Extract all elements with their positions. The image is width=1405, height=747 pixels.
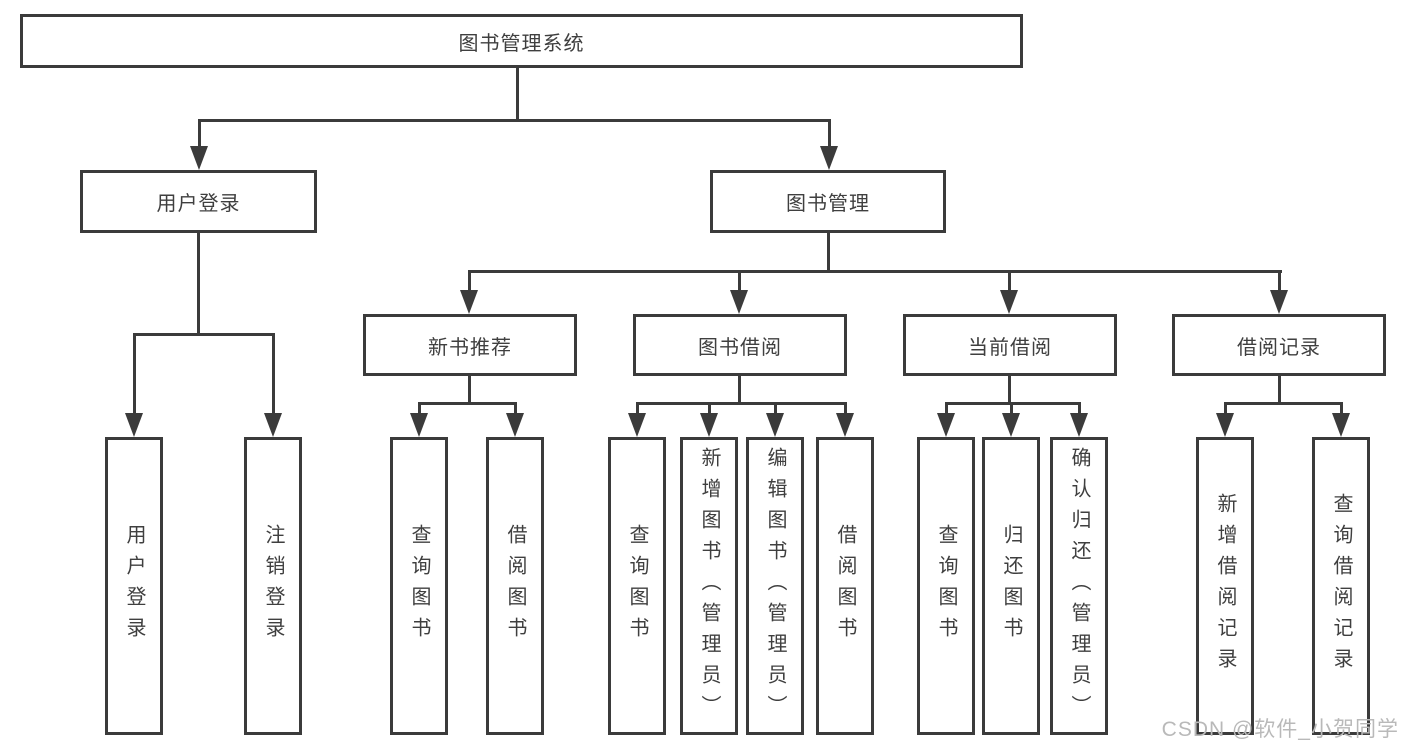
connector-line: [468, 376, 471, 404]
node-label: 用户登录: [123, 524, 145, 648]
connector-line: [636, 402, 639, 415]
node-label: 当前借阅: [968, 336, 1052, 359]
arrowhead-down-icon: [730, 290, 748, 314]
node-leaf-query-books-2: 查询图书: [608, 437, 666, 735]
connector-line: [418, 402, 517, 405]
connector-line: [418, 402, 421, 415]
arrowhead-down-icon: [410, 413, 428, 437]
arrowhead-down-icon: [1000, 290, 1018, 314]
arrowhead-down-icon: [1070, 413, 1088, 437]
node-label: 借阅记录: [1237, 336, 1321, 359]
arrowhead-down-icon: [1332, 413, 1350, 437]
node-label: 注销登录: [262, 524, 284, 648]
node-leaf-borrow-books-1: 借阅图书: [486, 437, 544, 735]
node-label: 新书推荐: [428, 336, 512, 359]
node-leaf-edit-book-admin: 编辑图书（管理员）: [746, 437, 804, 735]
node-leaf-logout: 注销登录: [244, 437, 302, 735]
node-leaf-confirm-return-admin: 确认归还（管理员）: [1050, 437, 1108, 735]
connector-line: [1078, 402, 1081, 415]
node-leaf-borrow-books-2: 借阅图书: [816, 437, 874, 735]
connector-line: [133, 333, 275, 336]
node-leaf-return-books: 归还图书: [982, 437, 1040, 735]
arrowhead-down-icon: [628, 413, 646, 437]
connector-line: [828, 119, 831, 148]
node-label: 图书管理: [786, 193, 870, 215]
arrowhead-down-icon: [125, 413, 143, 437]
node-new-book-recommend: 新书推荐: [363, 314, 577, 376]
connector-line: [133, 333, 136, 415]
connector-line: [1010, 402, 1013, 415]
connector-line: [708, 402, 711, 415]
node-label: 新增借阅记录: [1214, 493, 1236, 679]
connector-line: [738, 376, 741, 404]
node-borrow-records: 借阅记录: [1172, 314, 1386, 376]
node-label: 查询图书: [626, 524, 648, 648]
node-label: 借阅图书: [504, 524, 526, 648]
node-label: 查询图书: [408, 524, 430, 648]
arrowhead-down-icon: [460, 290, 478, 314]
node-root-library-system: 图书管理系统: [20, 14, 1023, 68]
node-label: 用户登录: [156, 193, 241, 215]
csdn-watermark: CSDN @软件_小贺同学: [1161, 718, 1399, 741]
connector-line: [1224, 402, 1343, 405]
node-leaf-query-borrow-record: 查询借阅记录: [1312, 437, 1370, 735]
connector-line: [272, 333, 275, 415]
connector-line: [1340, 402, 1343, 415]
connector-line: [945, 402, 1081, 405]
connector-line: [198, 119, 201, 148]
node-leaf-add-book-admin: 新增图书（管理员）: [680, 437, 738, 735]
arrowhead-down-icon: [937, 413, 955, 437]
connector-line: [827, 233, 830, 273]
arrowhead-down-icon: [264, 413, 282, 437]
connector-line: [636, 402, 847, 405]
node-label: 图书管理系统: [458, 32, 585, 55]
connector-line: [1278, 270, 1281, 292]
node-label: 查询借阅记录: [1330, 493, 1352, 679]
arrowhead-down-icon: [1270, 290, 1288, 314]
node-label: 新增图书（管理员）: [698, 446, 720, 726]
node-label: 图书借阅: [698, 336, 782, 359]
connector-line: [738, 270, 741, 292]
connector-line: [1278, 376, 1281, 404]
arrowhead-down-icon: [190, 146, 208, 170]
connector-line: [945, 402, 948, 415]
node-leaf-query-books-3: 查询图书: [917, 437, 975, 735]
node-current-borrow: 当前借阅: [903, 314, 1117, 376]
connector-line: [468, 270, 471, 292]
node-book-borrow: 图书借阅: [633, 314, 847, 376]
connector-line: [1008, 376, 1011, 404]
arrowhead-down-icon: [766, 413, 784, 437]
node-book-management: 图书管理: [710, 170, 946, 233]
arrowhead-down-icon: [506, 413, 524, 437]
node-label: 借阅图书: [834, 524, 856, 648]
arrowhead-down-icon: [820, 146, 838, 170]
node-label: 确认归还（管理员）: [1068, 446, 1090, 726]
node-leaf-user-login: 用户登录: [105, 437, 163, 735]
connector-line: [516, 68, 519, 121]
node-leaf-query-books-1: 查询图书: [390, 437, 448, 735]
connector-line: [774, 402, 777, 415]
connector-line: [197, 233, 200, 336]
arrowhead-down-icon: [1216, 413, 1234, 437]
node-label: 编辑图书（管理员）: [764, 446, 786, 726]
connector-line: [844, 402, 847, 415]
connector-line: [1008, 270, 1011, 292]
connector-line: [198, 119, 830, 122]
connector-line: [514, 402, 517, 415]
arrowhead-down-icon: [1002, 413, 1020, 437]
node-label: 查询图书: [935, 524, 957, 648]
node-user-login: 用户登录: [80, 170, 317, 233]
node-leaf-add-borrow-record: 新增借阅记录: [1196, 437, 1254, 735]
node-label: 归还图书: [1000, 524, 1022, 648]
arrowhead-down-icon: [836, 413, 854, 437]
arrowhead-down-icon: [700, 413, 718, 437]
connector-line: [468, 270, 1282, 273]
connector-line: [1224, 402, 1227, 415]
